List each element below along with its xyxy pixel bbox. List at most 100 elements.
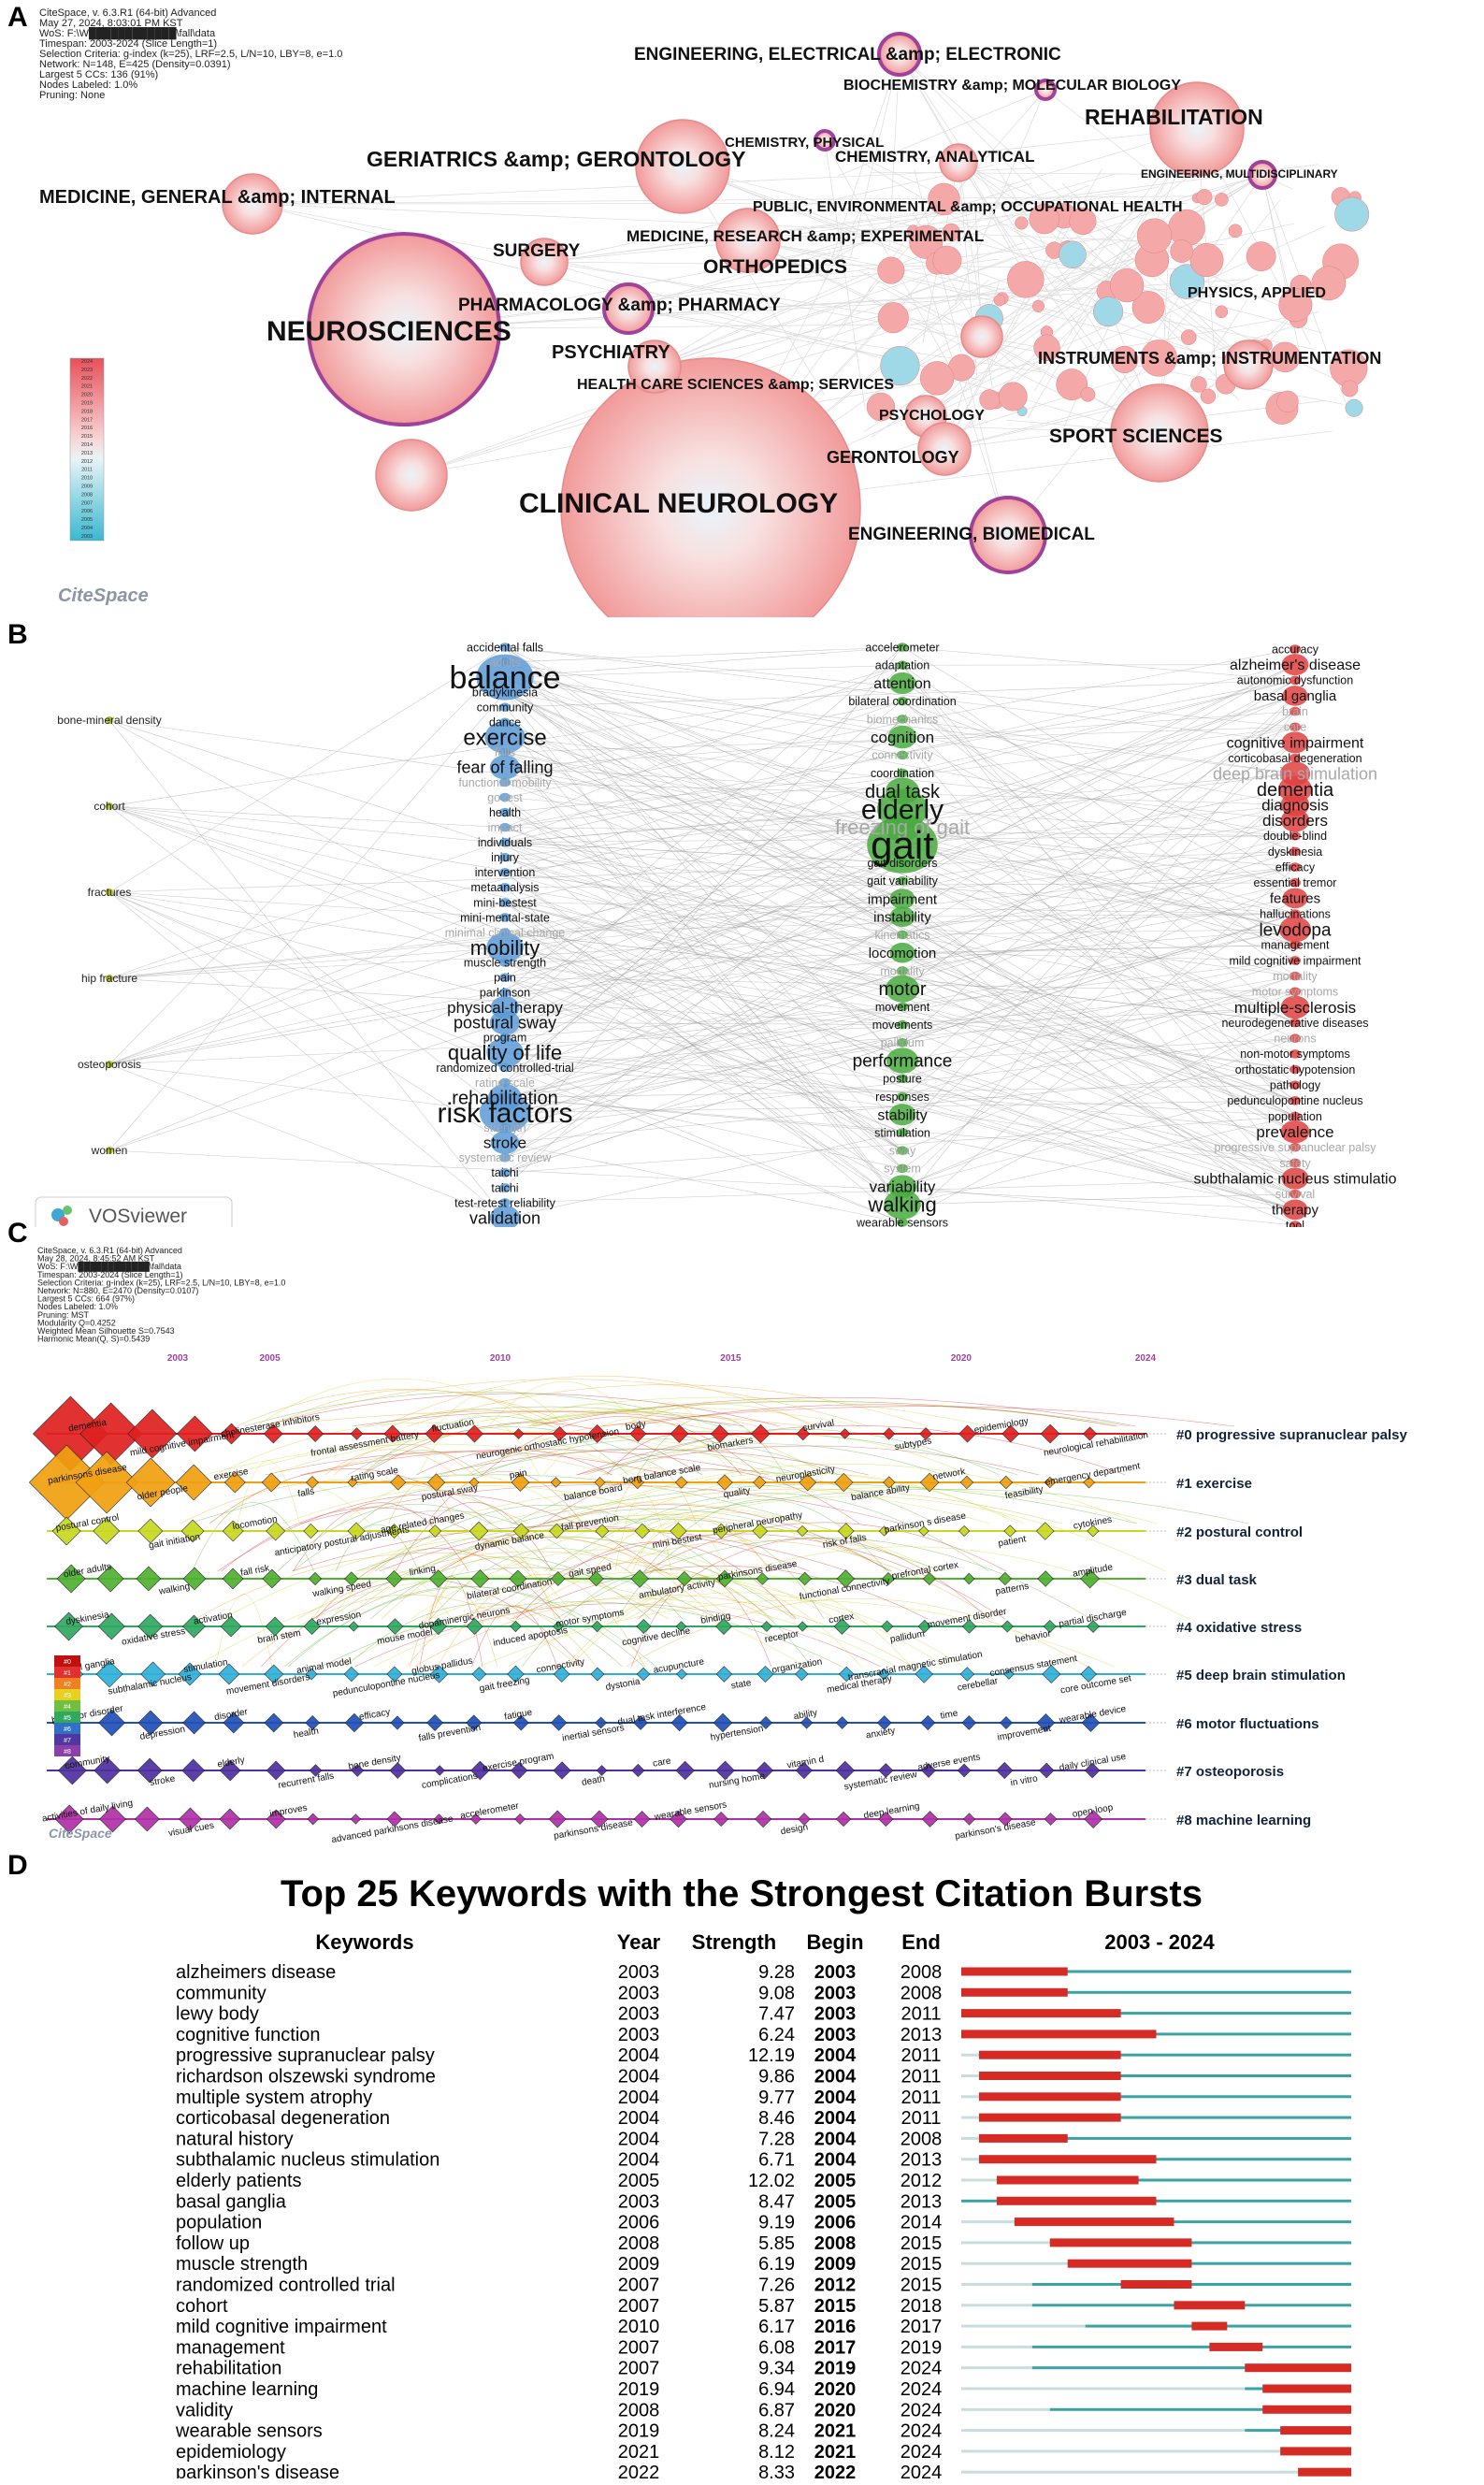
cluster-node <box>264 1712 284 1733</box>
strength-cell: 7.28 <box>758 2129 795 2149</box>
cluster-node <box>630 1475 644 1490</box>
strength-cell: 12.02 <box>748 2171 795 2191</box>
keyword-label: mobility <box>470 936 540 960</box>
network-node <box>1200 388 1217 404</box>
info-line: Pruning: MST <box>37 1310 90 1320</box>
cluster-node <box>674 1476 688 1489</box>
network-link <box>824 139 866 407</box>
burst-segment <box>1280 2426 1351 2435</box>
timeline-arc <box>421 1509 892 1572</box>
category-label: ENGINEERING, MULTIDISCIPLINARY <box>1141 167 1338 181</box>
cluster-node <box>550 1571 566 1586</box>
timeline-arc <box>471 1448 801 1476</box>
cluster-node <box>429 1569 448 1588</box>
keyword-node <box>1280 808 1310 832</box>
network-link <box>958 174 1263 379</box>
cluster-node <box>670 1713 688 1732</box>
timeline-arc <box>551 1463 1138 1524</box>
begin-cell: 2004 <box>814 2108 857 2129</box>
legend-year: 2019 <box>81 401 93 407</box>
timeline-arc <box>373 1597 898 1668</box>
cluster-term: walking <box>157 1582 191 1597</box>
begin-cell: 2022 <box>814 2463 857 2478</box>
keyword-node <box>499 973 511 982</box>
timeline-arc <box>418 1415 540 1476</box>
keyword-node <box>499 958 511 967</box>
keyword-label: postural sway <box>454 1014 556 1033</box>
cluster-term: quality <box>723 1485 751 1500</box>
cluster-node <box>676 1669 687 1680</box>
burst-segment <box>1174 2301 1246 2310</box>
cluster-term: patient <box>998 1534 1028 1549</box>
keyword-label: safety <box>1279 1157 1311 1170</box>
timeline-arc <box>392 1409 554 1427</box>
timeline-arc <box>456 1396 988 1427</box>
timeline-arc <box>296 1551 771 1620</box>
cluster-node <box>999 1716 1013 1729</box>
cluster-node <box>715 1569 734 1588</box>
inactive-segment <box>961 2324 1086 2328</box>
network-node <box>877 32 922 77</box>
cluster-node <box>1044 1813 1058 1826</box>
panel-d-citation-bursts: Top 25 Keywords with the Strongest Citat… <box>175 1873 1351 2478</box>
cluster-node <box>137 1613 164 1640</box>
cluster-node <box>127 1409 178 1459</box>
network-link <box>837 89 1046 177</box>
column-header: Begin <box>806 1930 863 1954</box>
burst-segment <box>978 2155 1157 2164</box>
cluster-term: anxiety <box>865 1726 896 1741</box>
cluster-term: nursing home <box>708 1771 766 1791</box>
network-link <box>108 805 903 990</box>
cluster-node <box>182 1614 206 1639</box>
vosviewer-logo: VOSviewer <box>35 1196 233 1227</box>
cluster-node <box>262 1568 282 1589</box>
cluster-node <box>1087 1524 1100 1538</box>
legend-year: 2021 <box>81 384 93 390</box>
keyword-node <box>897 876 908 886</box>
keyword-node <box>1289 862 1301 872</box>
network-link <box>901 1037 1296 1187</box>
strength-cell: 6.17 <box>758 2317 795 2337</box>
cluster-term: inertial sensors <box>561 1723 625 1744</box>
keyword-label: program <box>483 1032 527 1045</box>
network-node <box>1059 240 1087 269</box>
legend-swatch <box>54 1745 80 1756</box>
network-link <box>543 261 940 325</box>
network-link <box>901 1096 1296 1210</box>
keyword-label: minimal clinical change <box>445 926 566 939</box>
info-line: WoS: F:\W████████████\fall\data <box>37 1261 181 1272</box>
network-link <box>901 701 1296 1023</box>
network-link <box>504 961 1296 1210</box>
keyword-node <box>889 942 915 963</box>
timeline-arc <box>362 1450 483 1476</box>
cluster-node <box>56 1564 86 1594</box>
keyword-node <box>489 1206 521 1227</box>
cluster-node <box>386 1618 404 1635</box>
keyword-node <box>1289 940 1301 950</box>
cluster-node <box>182 1711 207 1735</box>
cluster-node <box>180 1519 205 1543</box>
strength-cell: 8.33 <box>758 2463 795 2478</box>
network-link <box>504 773 903 978</box>
keyword-node <box>886 975 919 1003</box>
cluster-node <box>834 1472 854 1493</box>
keyword-node <box>1281 731 1309 754</box>
cluster-node <box>307 1813 320 1826</box>
network-link <box>108 917 506 1065</box>
keyword-label: injury <box>491 851 520 864</box>
network-link <box>747 239 1064 314</box>
cluster-node <box>920 1714 936 1731</box>
timeline-arc <box>512 1483 1137 1524</box>
keyword-label: parkinson <box>480 987 530 1000</box>
network-link <box>504 976 903 1187</box>
network-link <box>504 664 903 828</box>
burst-segment <box>1209 2342 1263 2351</box>
year-cell: 2009 <box>618 2254 660 2275</box>
network-node <box>998 382 1028 412</box>
keyword-node <box>888 672 916 694</box>
keyword-node <box>499 898 511 907</box>
